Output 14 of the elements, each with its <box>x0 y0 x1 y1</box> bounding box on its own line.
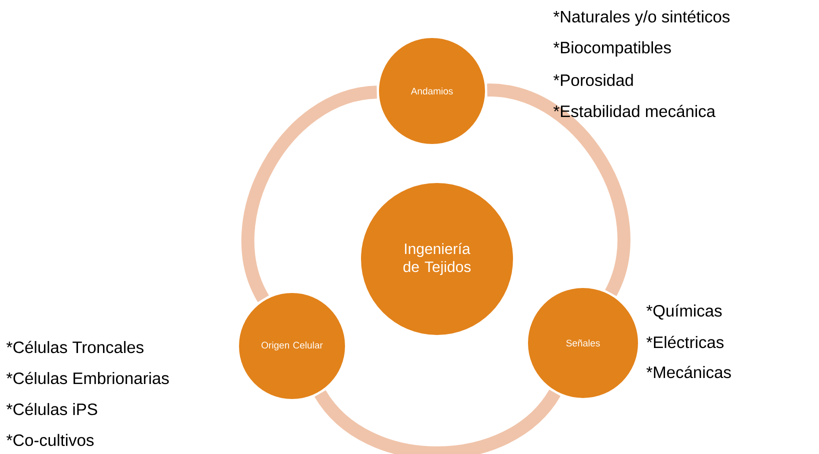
bullet-item: *Porosidad <box>553 74 633 86</box>
bullet-item: *Estabilidad mecánica <box>553 104 716 118</box>
bullet-item: *Biocompatibles <box>553 41 671 57</box>
bullet-item: *Co-cultivos <box>6 434 94 446</box>
bullet-item: *Células Troncales <box>6 340 144 354</box>
ring-arc <box>242 86 378 302</box>
bullet-item: *Naturales y/o sintéticos <box>553 10 730 26</box>
bullet-item: *Células iPS <box>6 402 98 416</box>
ring-arc <box>486 84 630 296</box>
ring-arc <box>314 388 560 454</box>
bullet-item: *Células Embrionarias <box>6 372 169 384</box>
bullet-item: *Químicas <box>646 304 722 320</box>
bullet-item: *Mecánicas <box>646 366 731 378</box>
bullet-item: *Eléctricas <box>646 336 724 348</box>
